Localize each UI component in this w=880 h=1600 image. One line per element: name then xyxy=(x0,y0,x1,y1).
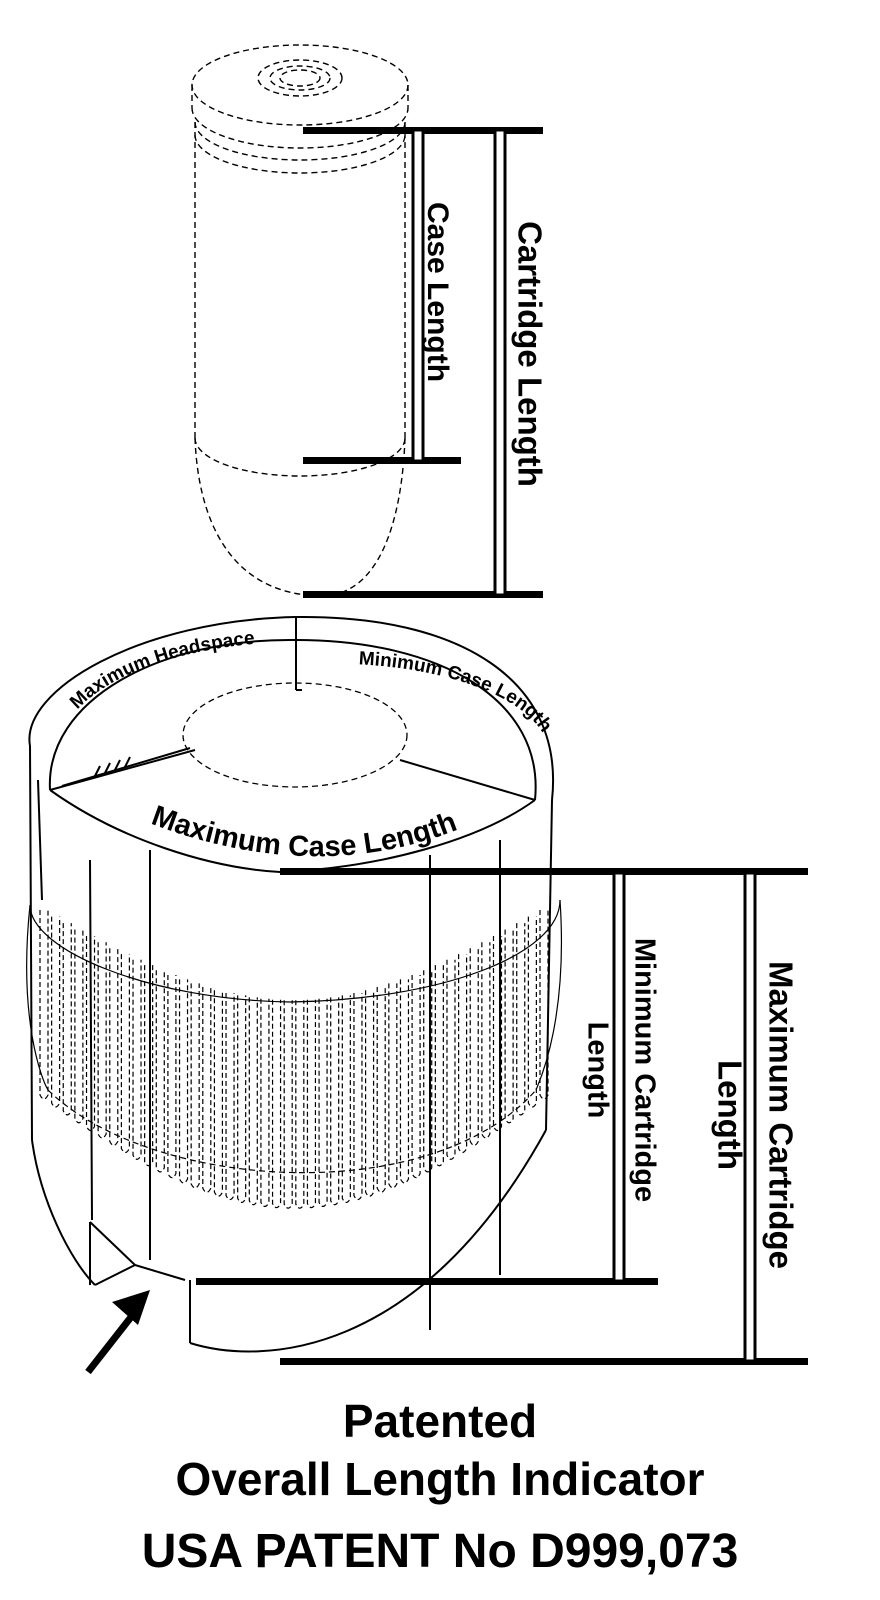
knurl-ridge xyxy=(156,970,164,1172)
knurl-ridge xyxy=(284,1000,292,1208)
knurl-ridge xyxy=(168,975,176,1178)
case-length-label: Case Length xyxy=(421,202,454,382)
knurl-ridge xyxy=(482,942,490,1138)
knurl-ridge xyxy=(400,979,408,1183)
knurl-ridge xyxy=(226,993,234,1199)
indicator-arrow xyxy=(88,1290,150,1372)
knurl-ridges xyxy=(40,910,548,1208)
knurl-ridge xyxy=(319,999,327,1207)
knurl-ridge xyxy=(528,917,536,1107)
knurl-ridge xyxy=(203,987,211,1192)
knurl-ridge xyxy=(110,948,118,1145)
knurl-ridge xyxy=(180,979,188,1183)
knurled-band xyxy=(27,900,562,1208)
knurl-ridge xyxy=(459,954,467,1152)
knurl-ridge xyxy=(273,1000,281,1208)
caption-patented: Patented xyxy=(0,1398,880,1444)
maximum-cartridge-length-label-line1: Maximum Cartridge xyxy=(762,961,799,1269)
knurl-ridge xyxy=(377,987,385,1192)
knurl-ridge xyxy=(354,993,362,1199)
gauge-body xyxy=(29,617,553,1352)
knurl-ridge xyxy=(40,910,48,1099)
knurl-ridge xyxy=(389,983,397,1187)
knurl-ridge xyxy=(435,965,443,1166)
minimum-cartridge-length-label-line2: Length xyxy=(581,1022,613,1119)
knurl-ridge xyxy=(214,990,222,1196)
gauge-bore xyxy=(183,683,407,787)
maximum-headspace-label: Maximum Headspace xyxy=(66,628,256,713)
knurl-ridge xyxy=(121,954,129,1152)
caption-patent-number: USA PATENT No D999,073 xyxy=(0,1528,880,1576)
knurl-ridge xyxy=(133,960,141,1159)
knurl-ridge xyxy=(366,990,374,1196)
knurl-ridge xyxy=(307,1000,315,1208)
knurl-ridge xyxy=(296,1000,304,1208)
knurl-ridge xyxy=(238,995,246,1202)
knurl-ridge xyxy=(331,997,339,1204)
maximum-cartridge-length-label-line2: Length xyxy=(711,1060,748,1170)
knurl-ridge xyxy=(249,997,257,1204)
cartridge-length-label: Cartridge Length xyxy=(511,221,548,487)
minimum-cartridge-length-label-line1: Minimum Cartridge xyxy=(628,938,660,1202)
knurl-ridge xyxy=(145,965,153,1166)
maximum-case-length-label: Maximum Case Length xyxy=(148,800,461,863)
knurl-ridge xyxy=(412,975,420,1178)
knurl-ridge xyxy=(261,999,269,1207)
knurl-ridge xyxy=(191,983,199,1187)
caption-product-name: Overall Length Indicator xyxy=(0,1456,880,1502)
minimum-case-length-label: Minimum Case Length xyxy=(358,648,556,736)
knurl-ridge xyxy=(470,948,478,1145)
knurl-ridge xyxy=(98,942,106,1138)
knurl-ridge xyxy=(447,960,455,1159)
